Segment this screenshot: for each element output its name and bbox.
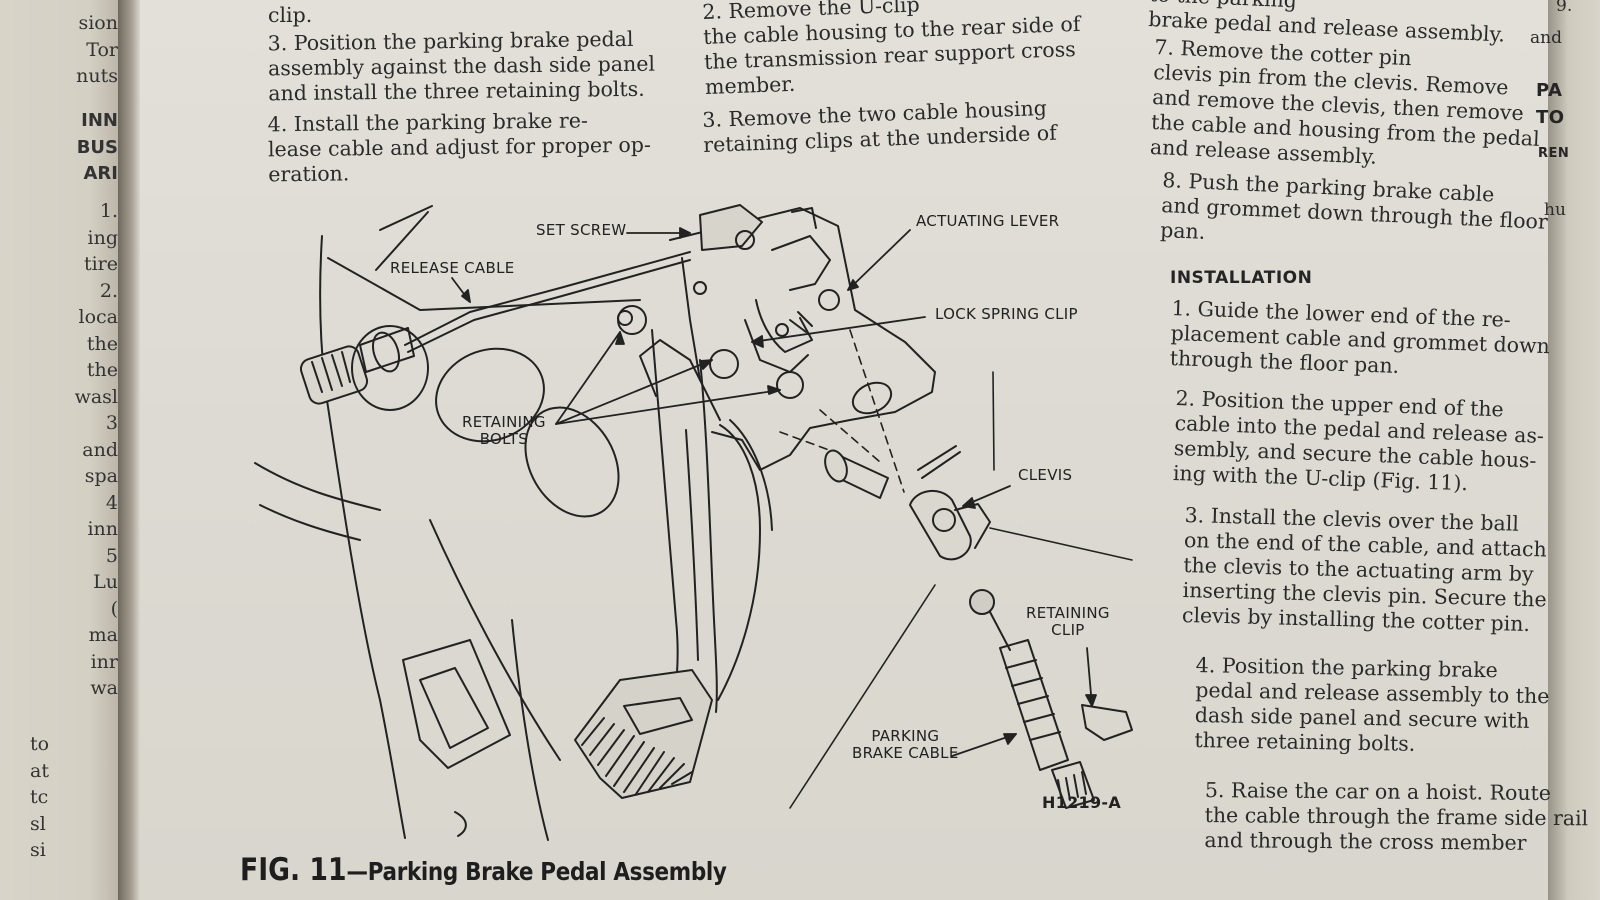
assembly-dashed-lines [779, 329, 905, 493]
leader-lines [451, 227, 1097, 757]
brake-pedal-pad [574, 669, 713, 799]
parking-brake-cable [969, 589, 1133, 809]
label-retaining-clip: RETAINING CLIP [1026, 604, 1110, 639]
brake-pedal-arm [651, 329, 773, 713]
right-fragment-hu: hu [1544, 200, 1566, 220]
right-fragment-ren: REN [1538, 146, 1570, 161]
right-fragment-num: 9. [1556, 0, 1573, 16]
col1-clip-line: clip. [268, 3, 313, 27]
manual-page [138, 0, 1550, 900]
left-fragment-heading: INN BUS ARI [76, 110, 118, 184]
left-fragment-1: sion Tor nuts [76, 12, 118, 87]
label-release-cable: RELEASE CABLE [390, 259, 515, 277]
left-fragment-3: to at tc sl si [30, 733, 50, 861]
right-fragment-to: TO [1536, 107, 1565, 128]
left-fragment-2: 1. ing tire 2. loca the the wasl 3 and s… [74, 200, 118, 699]
label-clevis: CLEVIS [1018, 466, 1073, 484]
figure-caption: FIG. 11—Parking Brake Pedal Assembly [240, 852, 727, 888]
figure-number: FIG. 11 [240, 852, 347, 888]
dash-side-panel [254, 235, 641, 841]
release-cable [299, 205, 691, 411]
figure-title: —Parking Brake Pedal Assembly [346, 857, 727, 886]
label-retaining-bolts: RETAINING BOLTS [462, 413, 546, 448]
installation-heading: INSTALLATION [1170, 268, 1313, 288]
clevis-parts [824, 445, 991, 561]
label-set-screw: SET SCREW [536, 221, 627, 239]
previous-page [0, 0, 128, 900]
figure-part-number: H1219-A [1042, 793, 1122, 812]
reference-lines [789, 371, 1133, 809]
label-lock-spring-clip: LOCK SPRING CLIP [935, 305, 1078, 323]
book-gutter [118, 0, 140, 900]
label-parking-brake-cable: PARKING BRAKE CABLE [852, 727, 959, 762]
next-page [1548, 0, 1600, 900]
right-fragment-and: and [1530, 28, 1562, 48]
pedal-bracket [617, 204, 936, 471]
label-actuating-lever: ACTUATING LEVER [916, 212, 1060, 230]
right-fragment-pa: PA [1536, 80, 1563, 101]
